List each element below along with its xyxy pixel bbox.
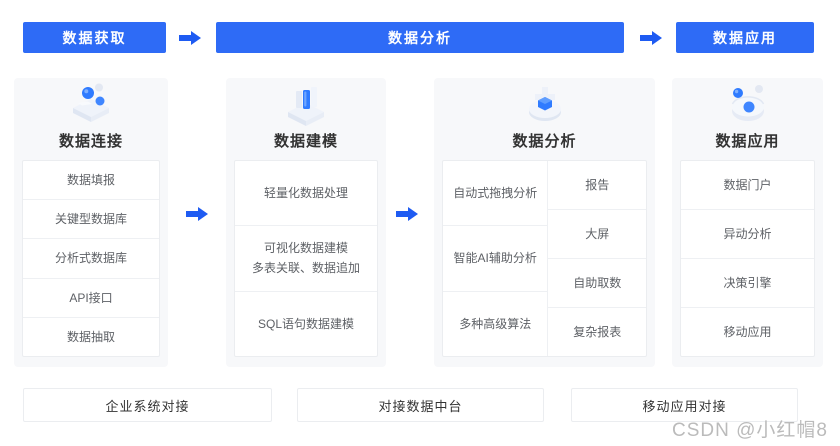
list-item: 分析式数据库 xyxy=(23,238,159,277)
list-item: 决策引擎 xyxy=(681,258,814,307)
column-title: 数据建模 xyxy=(273,133,338,150)
csdn-watermark: CSDN @小红帽8 xyxy=(672,420,828,441)
right-arrow-icon xyxy=(186,206,208,222)
right-arrow-icon xyxy=(640,30,662,46)
column-title: 数据连接 xyxy=(58,133,123,150)
panel-data-modeling: 数据建模 轻量化数据处理 可视化数据建模 多表关联、数据追加 SQL语句数据建模 xyxy=(226,78,386,367)
analysis-methods-subcolumn: 自动式拖拽分析 智能AI辅助分析 多种高级算法 xyxy=(443,161,548,356)
data-modeling-isometric-icon xyxy=(284,82,328,126)
flow-banner-data-application: 数据应用 xyxy=(676,22,814,53)
list-item: 可视化数据建模 多表关联、数据追加 xyxy=(235,225,377,290)
list-item: 报告 xyxy=(585,177,610,192)
data-connect-list: 数据填报 关键型数据库 分析式数据库 API接口 数据抽取 xyxy=(22,160,160,357)
data-analysis-isometric-icon xyxy=(523,82,567,126)
flow-banner-data-acquisition: 数据获取 xyxy=(23,22,166,53)
data-application-list: 数据门户 异动分析 决策引擎 移动应用 xyxy=(680,160,815,357)
data-analysis-list: 自动式拖拽分析 智能AI辅助分析 多种高级算法 报告 大屏 自助取数 复杂报表 xyxy=(442,160,647,357)
list-item: 轻量化数据处理 xyxy=(263,185,348,200)
list-item: 智能AI辅助分析 xyxy=(443,225,548,290)
panel-data-connect: 数据连接 数据填报 关键型数据库 分析式数据库 API接口 数据抽取 xyxy=(14,78,168,367)
data-modeling-list: 轻量化数据处理 可视化数据建模 多表关联、数据追加 SQL语句数据建模 xyxy=(234,160,378,357)
bottom-box-mobile-application: 移动应用对接 xyxy=(571,388,798,422)
bottom-box-enterprise-system: 企业系统对接 xyxy=(23,388,272,422)
flow-banner-data-analysis: 数据分析 xyxy=(216,22,624,53)
column-title: 数据应用 xyxy=(715,133,780,150)
right-arrow-icon xyxy=(179,30,201,46)
analysis-outputs-subcolumn: 报告 大屏 自助取数 复杂报表 xyxy=(547,161,646,356)
list-item: 多种高级算法 xyxy=(443,290,548,356)
panel-data-application: 数据应用 数据门户 异动分析 决策引擎 移动应用 xyxy=(672,78,823,367)
list-item: 自助取数 xyxy=(548,258,646,307)
list-item: API接口 xyxy=(23,277,159,317)
list-item: 移动应用 xyxy=(681,307,814,356)
panel-data-analysis: 数据分析 自动式拖拽分析 智能AI辅助分析 多种高级算法 报告 大屏 自助取数 … xyxy=(434,78,655,367)
bottom-box-data-middle-platform: 对接数据中台 xyxy=(297,388,544,422)
right-arrow-icon xyxy=(396,206,418,222)
list-item: 大屏 xyxy=(548,209,646,258)
list-item: SQL语句数据建模 xyxy=(235,290,377,356)
list-item: 复杂报表 xyxy=(548,307,646,356)
data-connect-isometric-icon xyxy=(69,82,113,126)
column-title: 数据分析 xyxy=(512,133,577,150)
data-application-isometric-icon xyxy=(726,82,770,126)
list-item: 异动分析 xyxy=(681,209,814,258)
list-item: 数据门户 xyxy=(723,177,772,192)
list-item: 自动式拖拽分析 xyxy=(453,185,538,200)
list-item: 关键型数据库 xyxy=(23,199,159,238)
list-item: 数据填报 xyxy=(66,172,115,187)
list-item: 数据抽取 xyxy=(23,316,159,356)
